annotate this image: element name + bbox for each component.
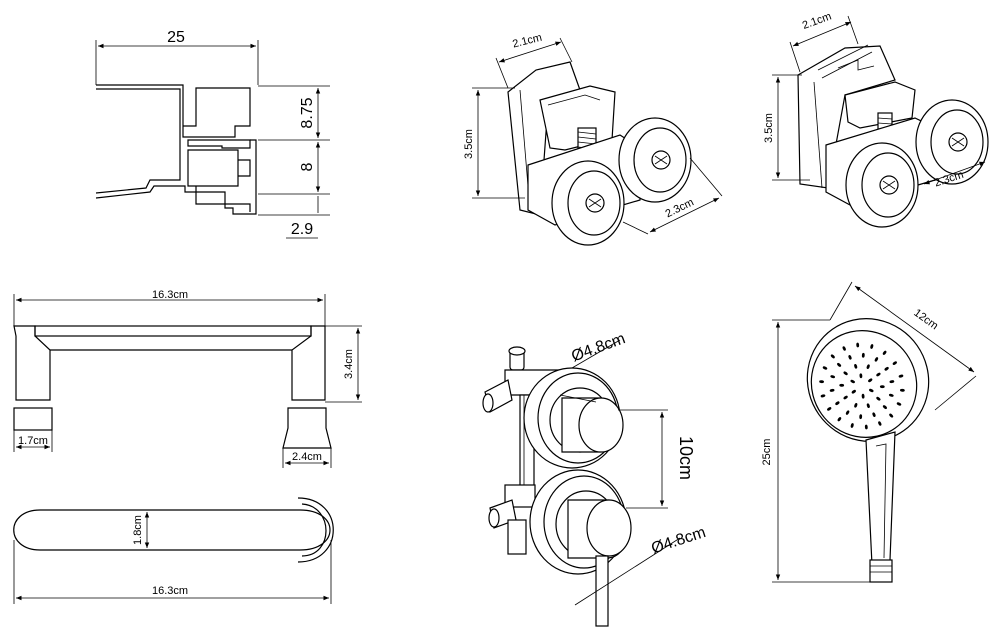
nozzle-hole [859,373,863,379]
roller-back-height-label: 3.5cm [763,113,775,143]
towel-bar-top-length-label: 16.3cm [152,585,188,597]
valve-top-knob-label: Ø4.8cm [569,330,627,365]
nozzle-hole [869,388,874,393]
valve-bottom-knob-label: Ø4.8cm [649,524,708,557]
nozzle-hole [872,412,876,417]
towel-bar-side-dimensions: 16.3cm 3.4cm 1.7cm 2.4cm [13,289,362,468]
valve-spacing-label: 10cm [676,436,696,480]
nozzle-hole [888,393,894,397]
towel-bar-top-shape [13,497,334,563]
nozzle-hole [866,403,870,409]
nozzle-hole [859,414,863,420]
nozzle-hole [850,379,855,384]
roller-front-wheel-label: 2.3cm [664,196,696,220]
towel-bar-depth-label: 1.8cm [132,515,144,545]
valve-top-knob [523,367,624,469]
profile-dimensions: 25 8.75 8 2.9 [95,29,330,239]
nozzle-hole [845,410,850,415]
valve-drawing: Ø4.8cm 10cm Ø4.8cm [482,330,708,627]
roller-back-drawing: 2.1cm 3.5cm 2.3cm [763,10,989,228]
nozzle-hole [868,378,873,383]
nozzle-hole [829,388,835,392]
profile-shape [95,84,257,215]
nozzle-hole [864,424,868,430]
hand-shower-length-label: 25cm [761,439,773,466]
roller-front-width-label: 2.1cm [511,32,543,51]
towel-bar-height-label: 3.4cm [343,349,355,379]
nozzle-hole [822,366,828,370]
nozzle-hole [878,421,882,426]
nozzle-hole [843,371,848,376]
nozzle-hole [842,346,846,351]
towel-bar-side-shape [13,325,332,449]
nozzle-hole [889,380,895,384]
nozzle-hole [848,355,852,360]
towel-bar-foot-right-label: 2.4cm [292,451,322,463]
nozzle-hole [827,407,832,411]
nozzle-hole [830,375,836,379]
nozzle-hole [900,388,905,392]
towel-bar-foot-left-label: 1.7cm [18,435,48,447]
nozzle-hole [889,413,894,418]
nozzle-hole [819,380,824,384]
profile-h2-label: 8 [299,162,316,171]
nozzle-hole [898,374,904,378]
nozzle-hole [876,396,881,401]
valve-bottom-knob [529,469,632,627]
nozzle-hole [861,393,865,399]
nozzle-hole [851,389,856,394]
nozzle-hole [854,402,858,408]
nozzle-hole [837,362,842,367]
roller-front-wheels [551,117,692,246]
nozzle-hole [839,383,845,387]
towel-bar-side-drawing: 16.3cm 3.4cm 1.7cm 2.4cm [13,289,362,468]
profile-h3-label: 2.9 [291,221,313,238]
nozzle-hole [879,385,885,389]
nozzle-hole [876,372,881,377]
nozzle-hole [820,394,826,398]
nozzle-hole [850,423,854,428]
nozzle-hole [830,354,835,359]
nozzle-hole [843,395,848,400]
profile-h1-label: 8.75 [299,97,316,128]
roller-front-height-label: 3.5cm [463,129,475,159]
roller-front-drawing: 2.1cm 3.5cm 2.3cm [463,32,723,246]
hand-shower-drawing: 12cm 25cm [761,281,977,583]
nozzle-hole [835,401,840,405]
nozzle-hole [882,405,887,410]
nozzle-hole [896,402,902,406]
hand-shower-head-label: 12cm [911,307,940,333]
towel-bar-top-drawing: 1.8cm 16.3cm [13,497,334,604]
towel-bar-top-dimensions: 1.8cm 16.3cm [13,512,332,604]
towel-bar-length-label: 16.3cm [152,289,188,301]
profile-width-label: 25 [167,29,185,46]
roller-back-width-label: 2.1cm [801,10,833,32]
profile-drawing: 25 8.75 8 2.9 [95,29,330,239]
nozzle-hole [837,417,842,422]
